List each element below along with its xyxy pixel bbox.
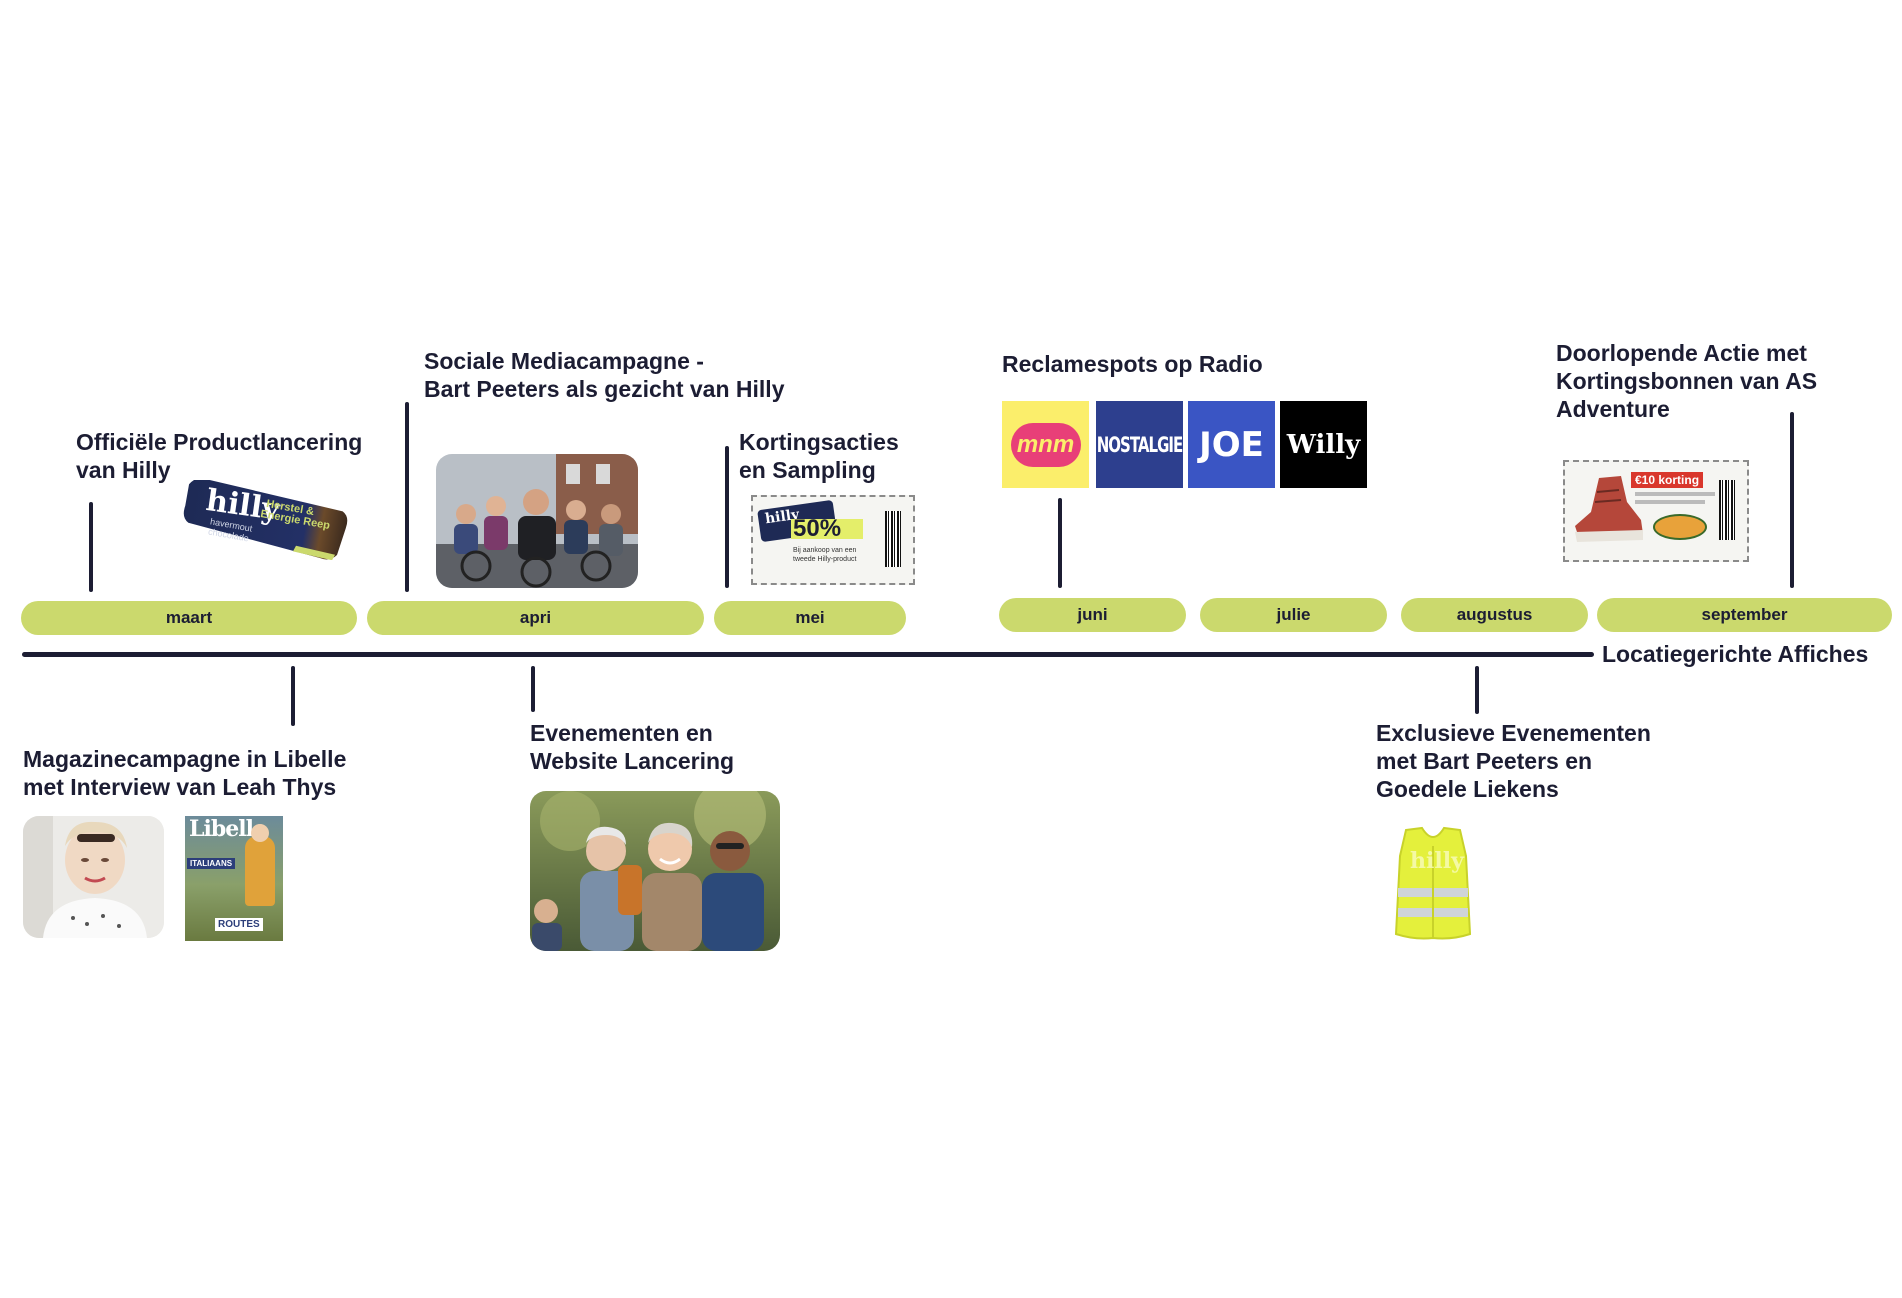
month-mei: mei (714, 601, 906, 635)
willy-label: Willy (1286, 429, 1361, 460)
coupon-discount: 50% (793, 515, 842, 542)
radio-logo-mnm: mnm (1002, 401, 1089, 488)
libelle-magazine-cover: Libelle ITALIAANS ROUTES (185, 816, 283, 941)
cover-person-head (251, 824, 269, 842)
cyclists-illustration (436, 454, 638, 588)
month-juni: juni (999, 598, 1186, 632)
event-launch-title: Officiële Productlancering van Hilly (76, 429, 363, 483)
month-maart: maart (21, 601, 357, 635)
coupon-highlight (791, 519, 863, 539)
event-social-title: Sociale Mediacampagne - Bart Peeters als… (424, 348, 785, 402)
month-julie: julie (1200, 598, 1387, 632)
hilly-safety-vest: hilly (1392, 826, 1474, 942)
cover-footer: ROUTES (215, 918, 263, 931)
radio-logo-willy: Willy (1280, 401, 1367, 488)
nostalgie-label: NOSTALGIE (1096, 431, 1183, 458)
coupon-50-percent: hilly 50% Bij aankoop van een tweede Hil… (751, 495, 915, 585)
tick-launch (89, 502, 93, 592)
hilly-bar-svg (183, 478, 348, 561)
social-campaign-photo (436, 454, 638, 588)
tick-magazine (291, 666, 295, 726)
as-coupon-barcode (1719, 480, 1735, 540)
radio-logo-joe: JOE (1188, 401, 1275, 488)
cover-badge: ITALIAANS (187, 858, 236, 869)
as-coupon-text-line-2 (1635, 500, 1705, 504)
tick-coupons (725, 446, 729, 588)
vest-illustration (1394, 826, 1472, 940)
vest-brand: hilly (1410, 848, 1464, 874)
coupon-as-adventure: €10 korting (1563, 460, 1749, 562)
hilly-product-bar: hilly Herstel & Energie Reep havermout c… (180, 478, 350, 561)
tick-radio (1058, 498, 1062, 588)
joe-label: JOE (1199, 424, 1264, 465)
as-coupon-discount: €10 korting (1631, 472, 1704, 488)
leah-thys-portrait (23, 816, 164, 938)
website-launch-photo (530, 791, 780, 951)
coupon-text-1: Bij aankoop van een (793, 547, 857, 554)
tick-social (405, 402, 409, 592)
hikers-illustration (530, 791, 780, 951)
mnm-label: mnm (1010, 422, 1081, 467)
event-magazine-title: Magazinecampagne in Libelle met Intervie… (23, 746, 347, 800)
event-website-title: Evenementen en Website Lancering (530, 720, 735, 774)
tick-exclusive (1475, 666, 1479, 714)
month-augustus: augustus (1401, 598, 1588, 632)
radio-logo-nostalgie: NOSTALGIE (1096, 401, 1183, 488)
timeline-axis (22, 652, 1594, 657)
month-apri: apri (367, 601, 704, 635)
coupon-text-2: tweede Hilly-product (793, 556, 857, 563)
month-september: september (1597, 598, 1892, 632)
event-radio-title: Reclamespots op Radio (1002, 351, 1263, 377)
as-coupon-text-line (1635, 492, 1715, 496)
tick-website (531, 666, 535, 712)
as-adventure-logo (1653, 514, 1707, 540)
event-as-adventure-title: Doorlopende Actie met Kortingsbonnen van… (1556, 340, 1818, 422)
shoe-illustration (1575, 476, 1643, 542)
coupon-barcode (885, 511, 901, 567)
portrait-illustration (23, 816, 164, 938)
axis-label-affiches: Locatiegerichte Affiches (1602, 641, 1869, 667)
cover-person (245, 836, 275, 906)
tick-as-adventure (1790, 412, 1794, 588)
event-exclusive-title: Exclusieve Evenementen met Bart Peeters … (1376, 720, 1651, 802)
event-coupons-title: Kortingsacties en Sampling (739, 429, 899, 483)
